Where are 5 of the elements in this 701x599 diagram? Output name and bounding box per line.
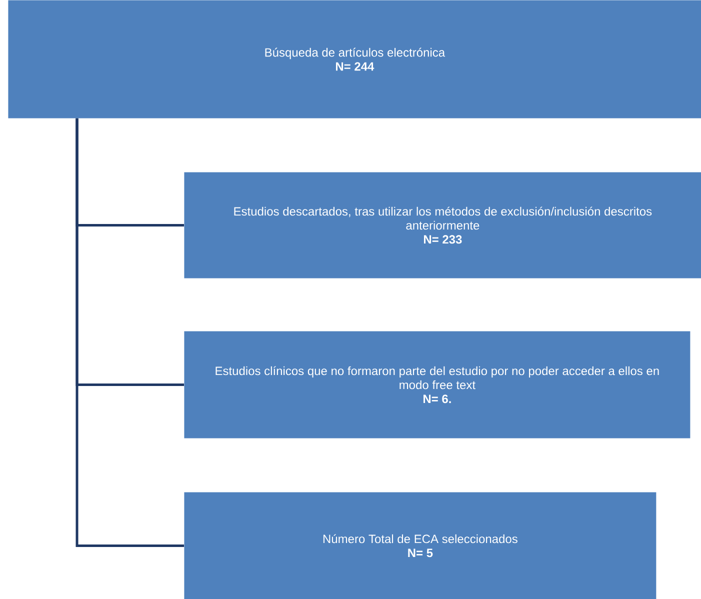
text-box: Número Total de ECA seleccionados N= 5	[184, 492, 656, 599]
text-box: Estudios descartados, tras utilizar los métodos de exclusión/inclusión descritos anteriormente N= 233	[184, 172, 701, 278]
text-box: Estudios clínicos que no formaron parte del estudio por no poder acceder a ellos en modo free text N= 6.	[184, 331, 690, 438]
text-box: Búsqueda de artículos electrónica N= 244	[8, 0, 701, 118]
connector-line	[76, 118, 184, 547]
